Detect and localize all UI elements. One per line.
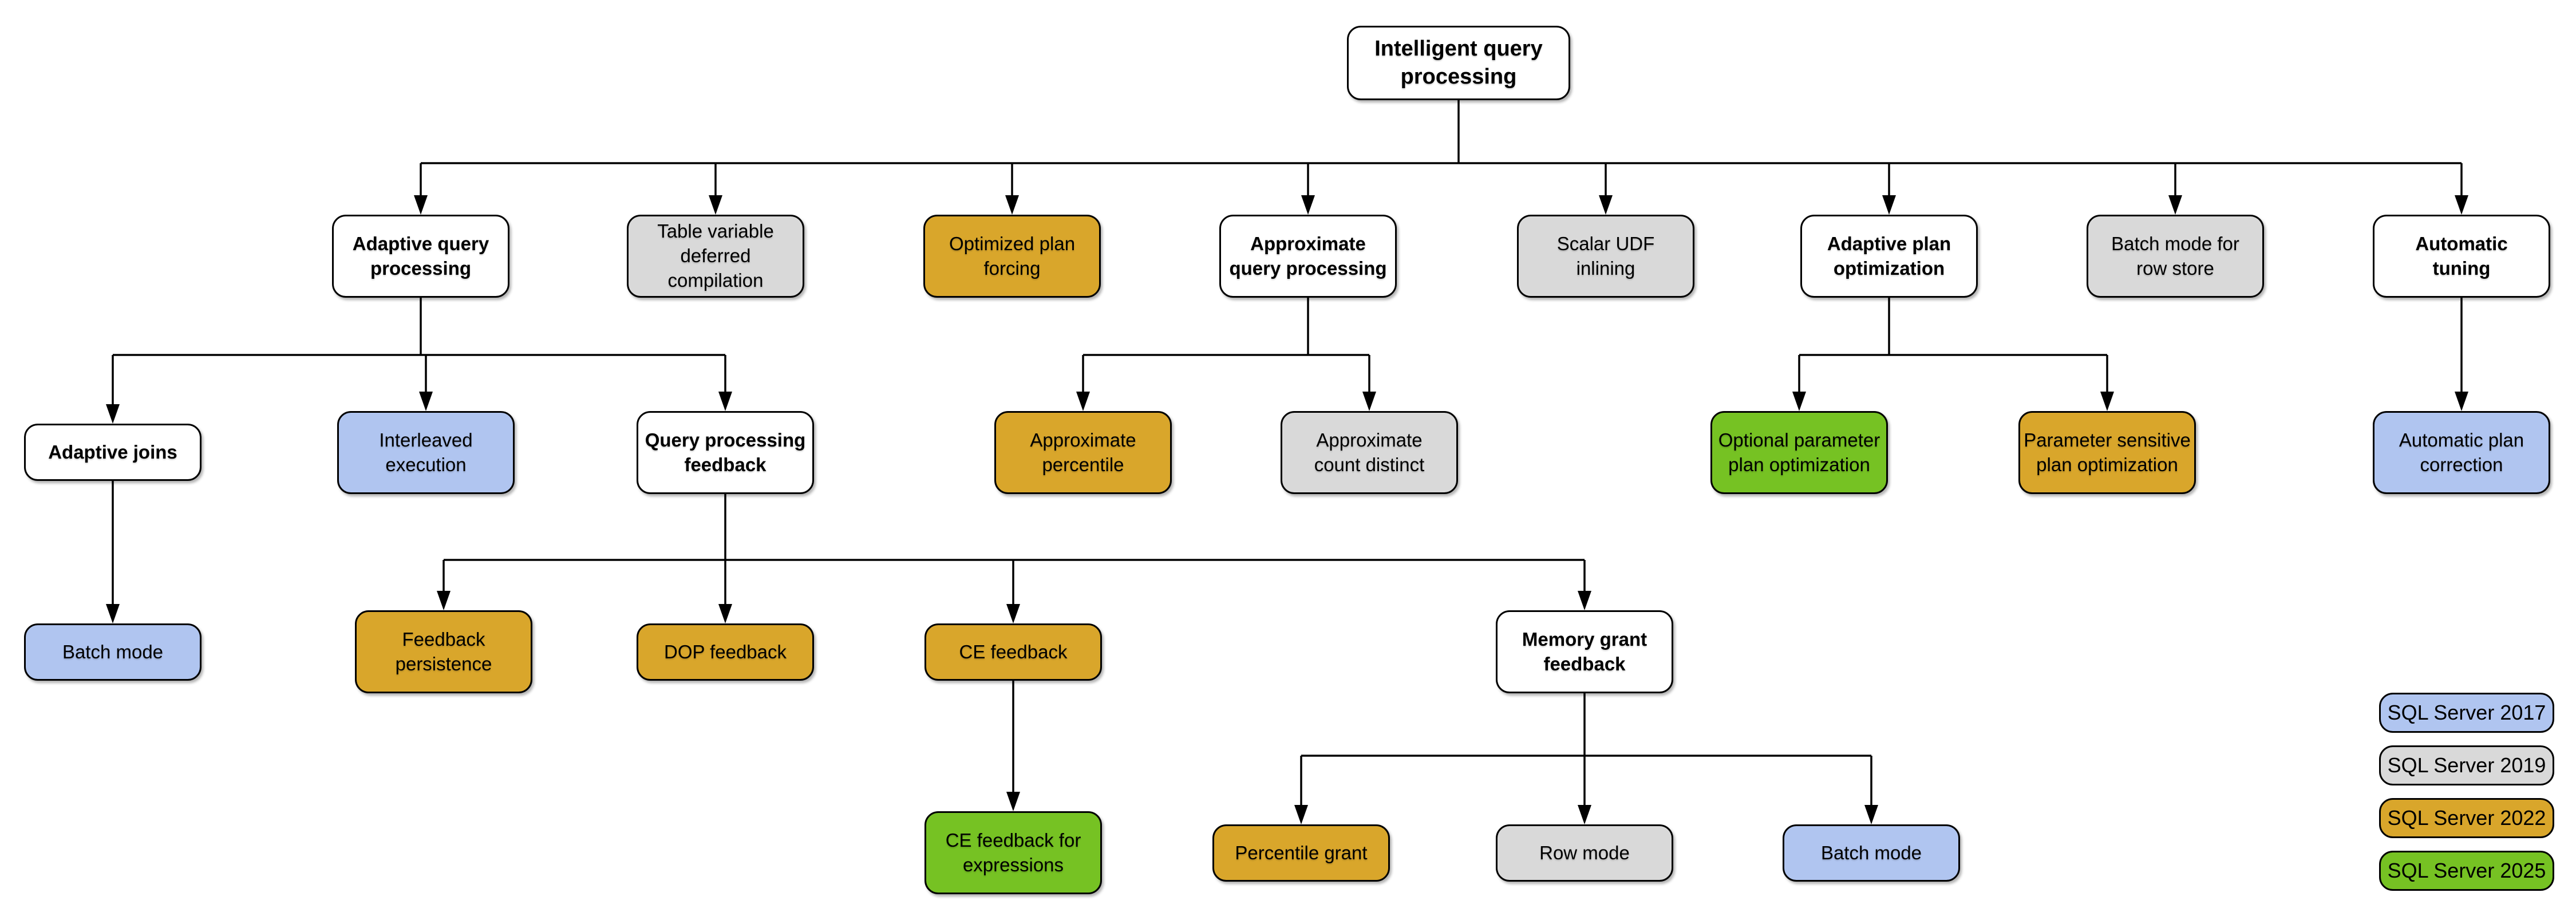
node-label: Adaptive joins — [48, 441, 177, 463]
node-label: CE feedback — [959, 641, 1068, 662]
legend-item-sql-server-2025: SQL Server 2025 — [2379, 851, 2554, 891]
node-label: Automatic plan correction — [2399, 429, 2524, 475]
node-label: Optimized plan forcing — [949, 232, 1076, 279]
node-label: Query processing feedback — [645, 429, 806, 475]
node-dop-feedback: DOP feedback — [637, 623, 814, 681]
node-approximate-percentile: Approximate percentile — [994, 411, 1172, 494]
legend-item-sql-server-2022: SQL Server 2022 — [2379, 798, 2554, 838]
node-table-variable-deferred-compilation: Table variable deferred compilation — [627, 215, 804, 298]
node-label: Row mode — [1539, 842, 1630, 863]
legend-item-sql-server-2017: SQL Server 2017 — [2379, 693, 2554, 733]
node-label: Approximate count distinct — [1314, 429, 1425, 475]
node-approximate-query-processing: Approximate query processing — [1219, 215, 1397, 298]
node-label: CE feedback for expressions — [945, 829, 1081, 875]
node-scalar-udf-inlining: Scalar UDF inlining — [1517, 215, 1694, 298]
node-approximate-count-distinct: Approximate count distinct — [1281, 411, 1458, 494]
node-adaptive-plan-optimization: Adaptive plan optimization — [1800, 215, 1978, 298]
legend-item-sql-server-2019: SQL Server 2019 — [2379, 745, 2554, 785]
node-label: Batch mode — [62, 641, 164, 662]
node-adaptive-query-processing: Adaptive query processing — [332, 215, 509, 298]
node-ce-feedback: CE feedback — [924, 623, 1102, 681]
node-row-mode: Row mode — [1496, 824, 1673, 882]
node-memory-grant-feedback: Memory grant feedback — [1496, 610, 1673, 693]
node-label: Feedback persistence — [395, 628, 492, 674]
node-label: Adaptive plan optimization — [1827, 232, 1951, 279]
node-query-processing-feedback: Query processing feedback — [637, 411, 814, 494]
node-label: DOP feedback — [663, 641, 787, 662]
node-label: Batch mode — [1820, 842, 1922, 863]
legend-label: SQL Server 2025 — [2387, 859, 2546, 882]
node-label: Memory grant feedback — [1522, 628, 1647, 674]
node-batch-mode-under-adaptive-joins: Batch mode — [24, 623, 202, 681]
node-optional-parameter-plan-optimization: Optional parameter plan optimization — [1710, 411, 1888, 494]
node-automatic-plan-correction: Automatic plan correction — [2373, 411, 2550, 494]
node-label: Percentile grant — [1235, 842, 1368, 863]
node-label: Intelligent query processing — [1374, 36, 1543, 89]
node-label: Table variable deferred compilation — [657, 220, 774, 291]
node-label: Automatic tuning — [2415, 232, 2508, 279]
legend-label: SQL Server 2022 — [2387, 806, 2546, 830]
node-interleaved-execution: Interleaved execution — [337, 411, 515, 494]
node-label: Approximate query processing — [1229, 232, 1387, 279]
node-ce-feedback-for-expressions: CE feedback for expressions — [924, 811, 1102, 894]
node-adaptive-joins: Adaptive joins — [24, 424, 202, 481]
node-label: Approximate percentile — [1030, 429, 1136, 475]
node-label: Parameter sensitive plan optimization — [2024, 429, 2191, 475]
node-label: Optional parameter plan optimization — [1718, 429, 1880, 475]
legend-label: SQL Server 2017 — [2387, 701, 2546, 724]
node-feedback-persistence: Feedback persistence — [355, 610, 532, 693]
node-label: Batch mode for row store — [2111, 232, 2239, 279]
node-optimized-plan-forcing: Optimized plan forcing — [923, 215, 1101, 298]
node-batch-mode-under-memory-grant: Batch mode — [1783, 824, 1960, 882]
node-label: Adaptive query processing — [352, 232, 489, 279]
legend-label: SQL Server 2019 — [2387, 753, 2546, 777]
node-label: Scalar UDF inlining — [1556, 232, 1655, 279]
node-label: Interleaved execution — [379, 429, 473, 475]
node-automatic-tuning: Automatic tuning — [2373, 215, 2550, 298]
node-parameter-sensitive-plan-optimization: Parameter sensitive plan optimization — [2018, 411, 2196, 494]
node-batch-mode-for-row-store: Batch mode for row store — [2087, 215, 2264, 298]
node-intelligent-query-processing: Intelligent query processing — [1347, 26, 1570, 100]
node-percentile-grant: Percentile grant — [1212, 824, 1390, 882]
